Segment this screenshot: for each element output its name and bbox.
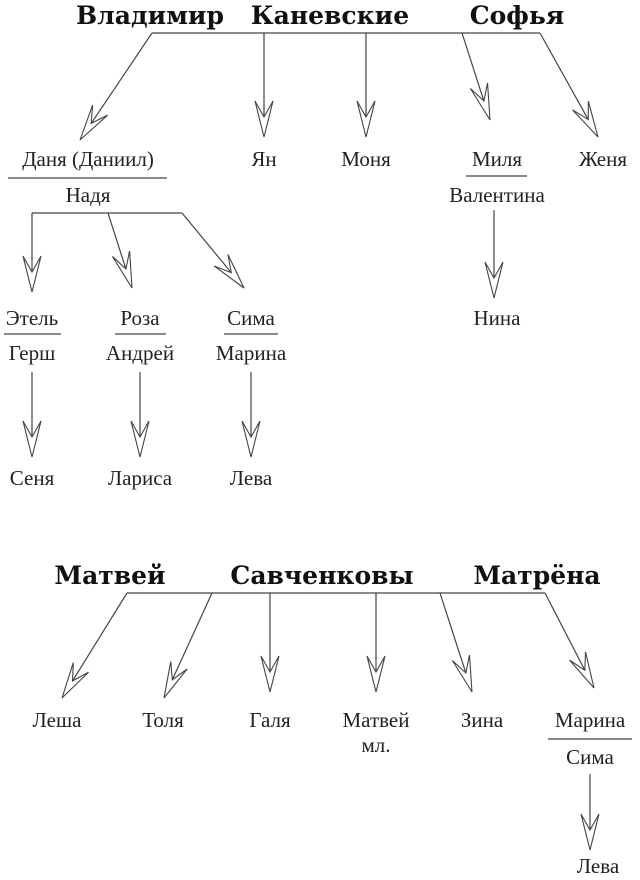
- person-milya: Миля: [472, 147, 522, 171]
- person-yan: Ян: [251, 147, 276, 171]
- family-name-2: Савченковы: [230, 561, 413, 590]
- arrowhead-icon: [260, 655, 280, 693]
- arrow-line: [181, 212, 232, 273]
- mother-name-2: Матрёна: [473, 561, 600, 590]
- arrow-line: [439, 592, 467, 674]
- person-valentina: Валентина: [449, 183, 545, 207]
- arrowhead-icon: [79, 104, 108, 141]
- arrowhead-icon: [356, 100, 376, 138]
- person-sima-2: Сима: [566, 745, 614, 769]
- arrowhead-icon: [241, 420, 261, 458]
- person-matvey-jr-suffix: мл.: [361, 733, 390, 757]
- person-danya: Даня (Даниил): [22, 147, 154, 171]
- person-marina-2: Марина: [555, 708, 626, 732]
- person-galya: Галя: [249, 708, 291, 732]
- arrowhead-icon: [569, 651, 595, 689]
- arrow-line: [72, 592, 128, 682]
- person-zhenya: Женя: [579, 147, 627, 171]
- arrowhead-icon: [572, 101, 599, 138]
- connector-lines: [4, 32, 632, 740]
- arrows: [22, 32, 600, 851]
- person-senya: Сеня: [10, 466, 55, 490]
- person-matvey-jr: Матвей: [343, 708, 410, 732]
- person-marina: Марина: [216, 341, 287, 365]
- arrowhead-icon: [111, 250, 133, 289]
- person-zina: Зина: [461, 708, 504, 732]
- arrowhead-icon: [451, 654, 473, 693]
- person-nadya: Надя: [66, 183, 111, 207]
- arrowhead-icon: [61, 662, 89, 699]
- arrow-line: [107, 212, 127, 270]
- person-nina: Нина: [474, 306, 522, 330]
- arrow-line: [171, 592, 213, 681]
- arrowhead-icon: [130, 420, 150, 458]
- arrow-line: [461, 32, 485, 102]
- arrowhead-icon: [22, 420, 42, 458]
- arrow-line: [544, 592, 586, 671]
- arrow-line: [539, 32, 589, 120]
- father-name: Владимир: [76, 1, 224, 30]
- person-gersh: Герш: [9, 341, 56, 365]
- person-monya: Моня: [341, 147, 391, 171]
- arrowhead-icon: [254, 100, 274, 138]
- person-etel: Этель: [6, 306, 58, 330]
- father-name-2: Матвей: [54, 561, 165, 590]
- arrowhead-icon: [580, 813, 600, 851]
- person-leva: Лева: [230, 466, 273, 490]
- arrowhead-icon: [366, 655, 386, 693]
- person-leva-2: Лева: [577, 854, 620, 878]
- arrow-line: [90, 32, 153, 124]
- person-roza: Роза: [120, 306, 160, 330]
- person-sima: Сима: [227, 306, 275, 330]
- person-larisa: Лариса: [108, 466, 173, 490]
- arrowhead-icon: [213, 254, 245, 289]
- mother-name: Софья: [470, 1, 565, 30]
- family-name: Каневские: [251, 1, 409, 30]
- arrowhead-icon: [22, 255, 42, 293]
- person-andrey: Андрей: [106, 341, 174, 365]
- person-lesha: Леша: [33, 708, 83, 732]
- arrowhead-icon: [469, 82, 491, 121]
- person-tolya: Толя: [142, 708, 184, 732]
- arrowhead-icon: [484, 261, 504, 299]
- arrowhead-icon: [163, 661, 188, 699]
